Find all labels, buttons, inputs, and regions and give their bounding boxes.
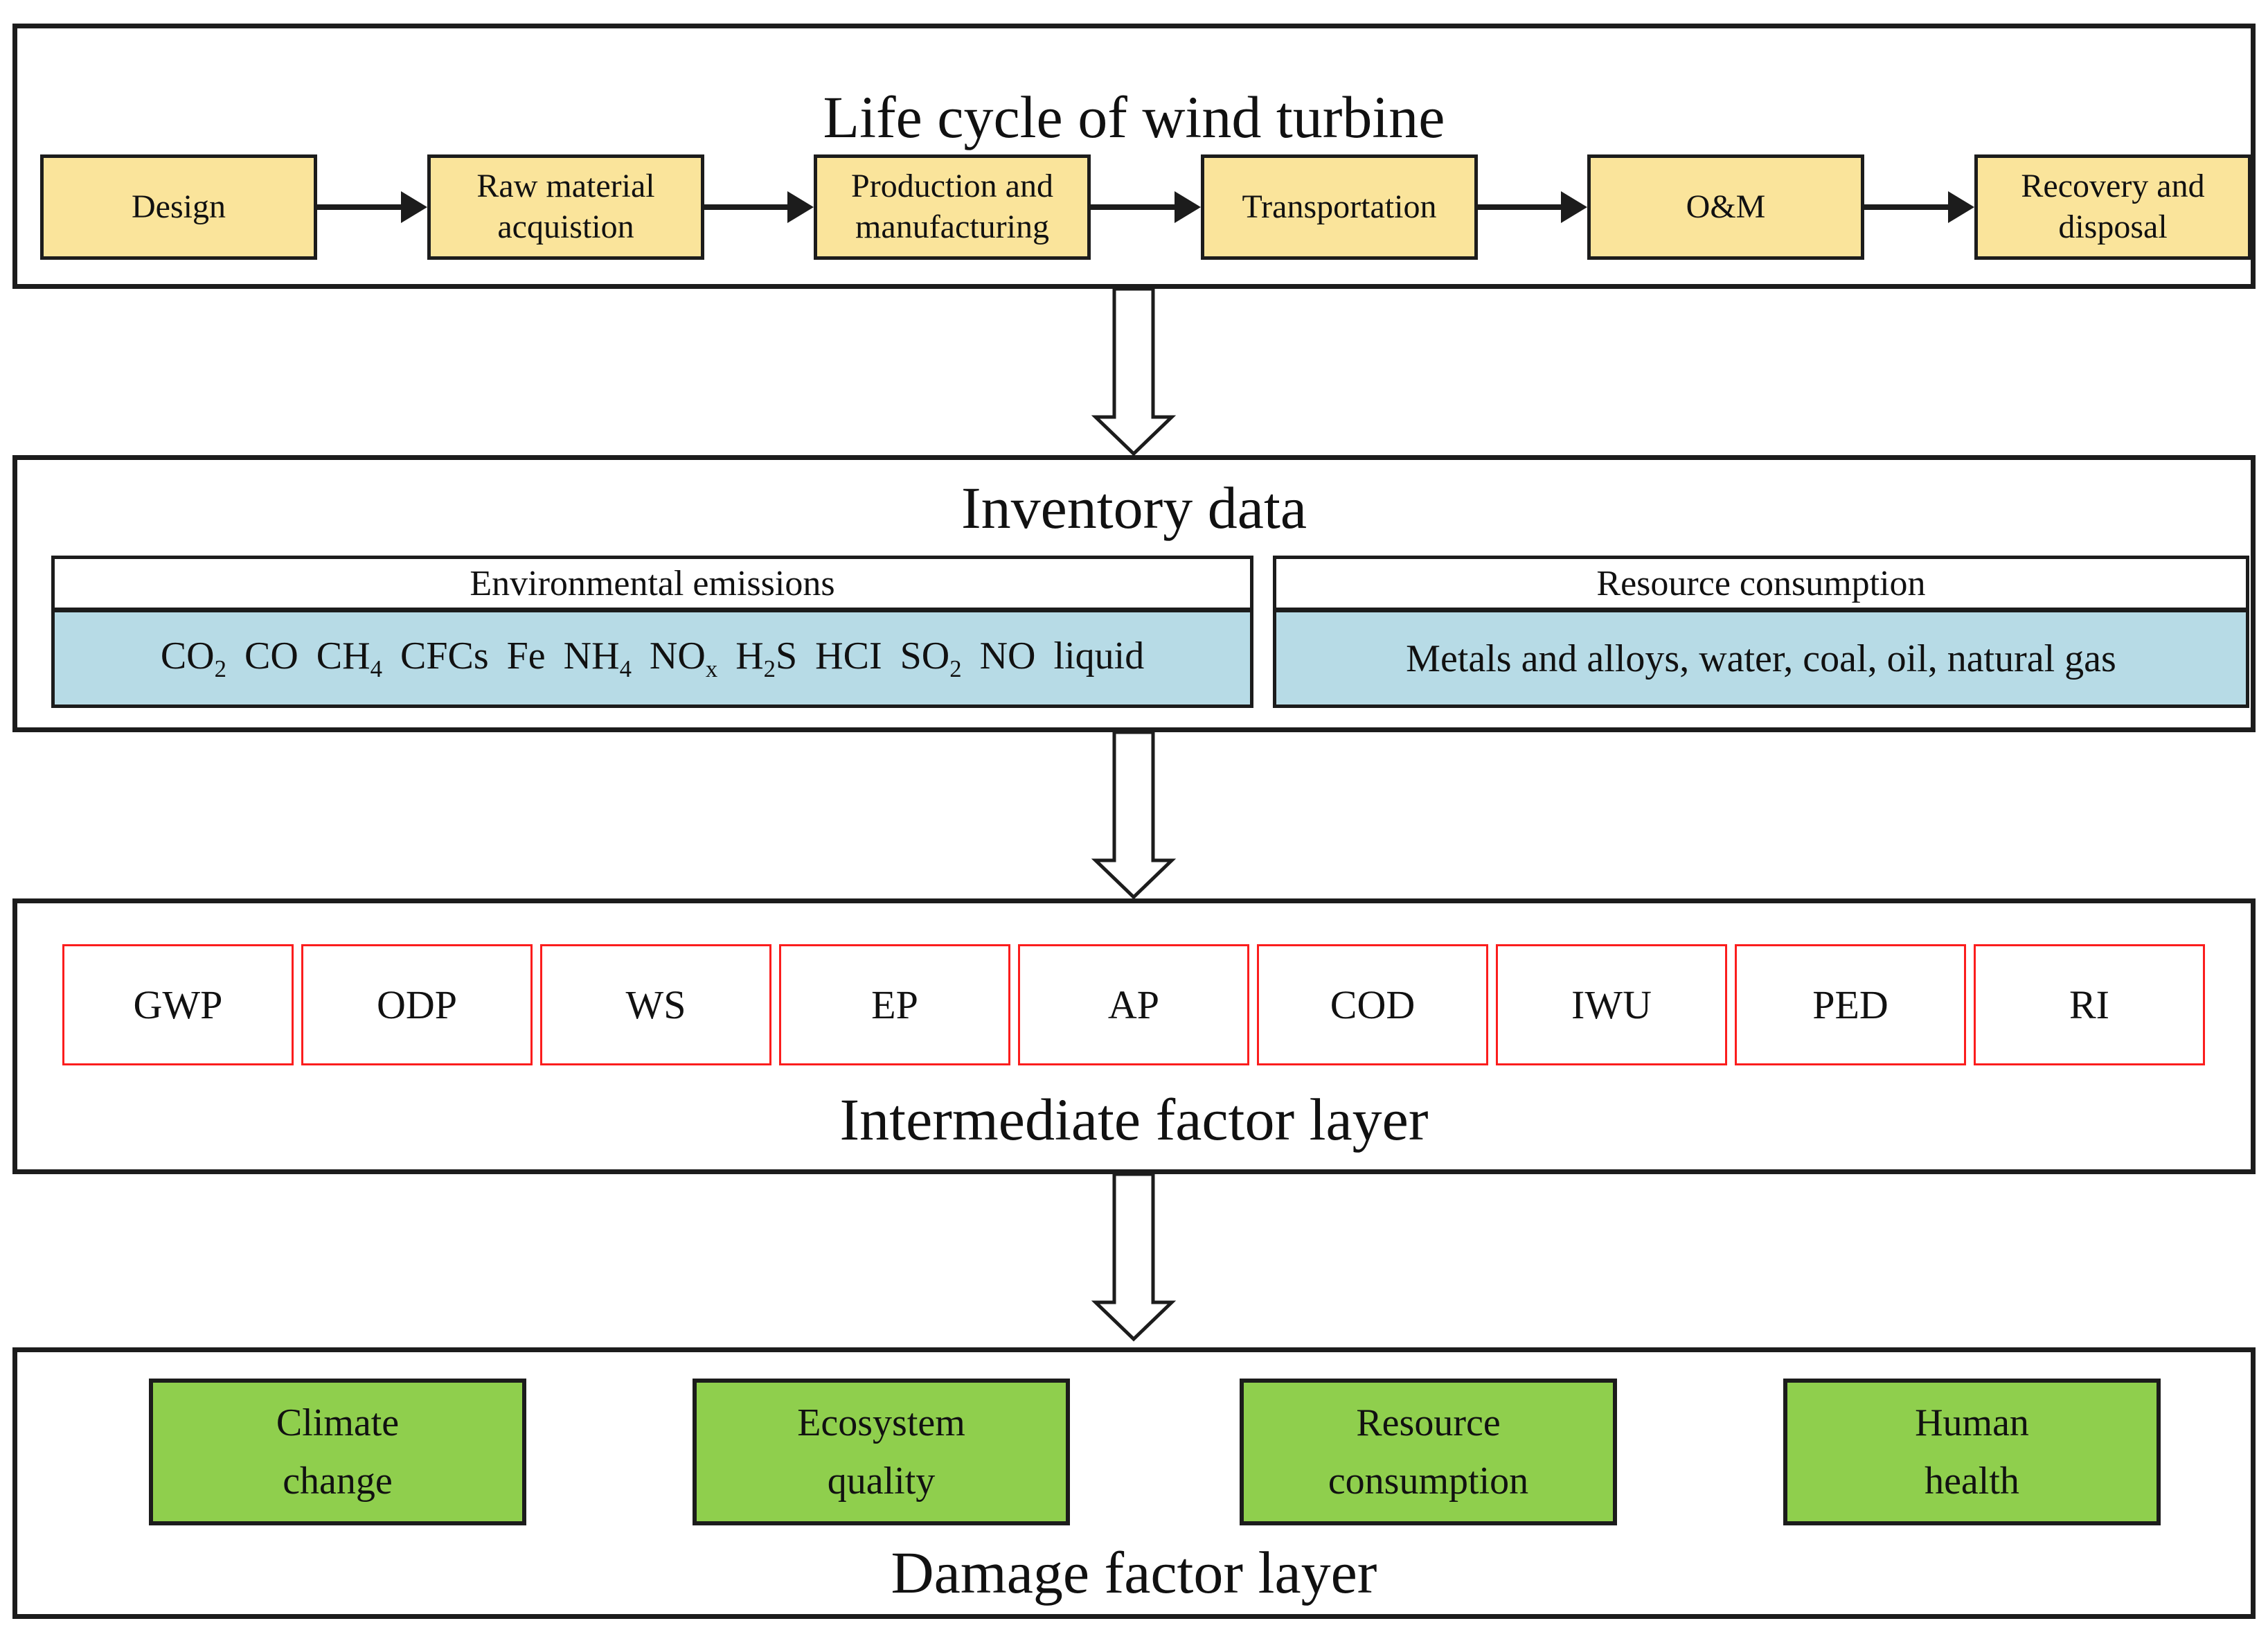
emission-item: CH4 xyxy=(316,634,382,683)
damage-label: Resource consumption xyxy=(1328,1401,1529,1503)
stage-box-om: O&M xyxy=(1587,154,1864,260)
factor-box-ap: AP xyxy=(1018,944,1249,1065)
damage-label: Human health xyxy=(1915,1401,2029,1503)
flow-arrow-icon xyxy=(1864,204,1950,210)
factor-label: PED xyxy=(1812,982,1888,1027)
factor-box-cod: COD xyxy=(1257,944,1488,1065)
flow-arrowhead-icon xyxy=(787,191,814,223)
factor-label: WS xyxy=(625,982,686,1027)
emission-item: NO xyxy=(979,634,1036,677)
stage-label: Transportation xyxy=(1242,188,1437,225)
factor-label: GWP xyxy=(133,982,223,1027)
emission-item: Fe xyxy=(506,634,546,677)
stage-box-recovery: Recovery and disposal xyxy=(1974,154,2251,260)
factor-box-gwp: GWP xyxy=(62,944,294,1065)
damage-label: Climate change xyxy=(276,1401,400,1503)
flow-arrowhead-icon xyxy=(1561,191,1587,223)
damage-panel: Climate change Ecosystem quality Resourc… xyxy=(12,1347,2256,1619)
flow-arrow-icon xyxy=(704,204,790,210)
factor-label: IWU xyxy=(1571,982,1652,1027)
factor-box-ep: EP xyxy=(779,944,1010,1065)
stage-label: Design xyxy=(132,188,226,225)
factor-box-ws: WS xyxy=(540,944,771,1065)
factor-label: COD xyxy=(1330,982,1416,1027)
emission-item: SO2 xyxy=(900,634,962,683)
factor-box-odp: ODP xyxy=(301,944,533,1065)
stage-box-production: Production and manufacturing xyxy=(814,154,1091,260)
stage-box-design: Design xyxy=(40,154,317,260)
emissions-table: Environmental emissions CO2 CO CH4 CFCs Fe NH… xyxy=(51,556,1253,708)
emissions-values: CO2 CO CH4 CFCs Fe NH4 NOx H2S HCI SO2 NO liquid xyxy=(55,612,1250,705)
stage-label: Recovery and disposal xyxy=(2021,168,2205,245)
damage-label: Ecosystem quality xyxy=(797,1401,965,1503)
damage-box-resource: Resource consumption xyxy=(1240,1379,1617,1525)
factor-box-ped: PED xyxy=(1735,944,1966,1065)
stage-box-transportation: Transportation xyxy=(1201,154,1478,260)
damage-box-climate: Climate change xyxy=(149,1379,526,1525)
stage-box-raw-material: Raw material acquistion xyxy=(427,154,704,260)
factor-label: EP xyxy=(871,982,918,1027)
flow-arrow-icon xyxy=(1478,204,1564,210)
stage-label: O&M xyxy=(1686,188,1766,225)
factor-label: RI xyxy=(2069,982,2109,1027)
flow-arrowhead-icon xyxy=(401,191,427,223)
intermediate-title: Intermediate factor layer xyxy=(839,1086,1429,1153)
factor-label: AP xyxy=(1107,982,1160,1027)
down-arrow-icon xyxy=(1091,1172,1177,1342)
inventory-panel: Inventory data Environmental emissions C… xyxy=(12,455,2256,732)
flow-arrowhead-icon xyxy=(1948,191,1974,223)
resources-values: Metals and alloys, water, coal, oil, nat… xyxy=(1276,612,2246,705)
down-arrow-icon xyxy=(1091,730,1177,900)
intermediate-panel: GWP ODP WS EP AP COD IWU PED RI Intermed… xyxy=(12,898,2256,1174)
flow-arrowhead-icon xyxy=(1175,191,1201,223)
factor-box-ri: RI xyxy=(1974,944,2205,1065)
down-arrow-icon xyxy=(1091,287,1177,457)
damage-box-human: Human health xyxy=(1783,1379,2161,1525)
factor-label: ODP xyxy=(376,982,458,1027)
resources-table: Resource consumption Metals and alloys, … xyxy=(1273,556,2249,708)
emissions-header: Environmental emissions xyxy=(55,559,1250,612)
emissions-list: CO2 CO CH4 CFCs Fe NH4 NOx H2S HCI SO2 NO liquid xyxy=(161,634,1144,683)
emission-item: HCI xyxy=(815,634,882,677)
damage-box-ecosystem: Ecosystem quality xyxy=(693,1379,1070,1525)
emission-item: NH4 xyxy=(563,634,632,683)
flow-arrow-icon xyxy=(317,204,403,210)
resources-header: Resource consumption xyxy=(1276,559,2246,612)
factor-box-iwu: IWU xyxy=(1496,944,1727,1065)
inventory-title: Inventory data xyxy=(961,475,1307,541)
emission-item: NOx xyxy=(649,634,718,683)
stage-label: Production and manufacturing xyxy=(851,168,1053,245)
emission-item: CO xyxy=(244,634,298,677)
emission-item: liquid xyxy=(1053,634,1145,677)
lifecycle-title: Life cycle of wind turbine xyxy=(823,84,1445,150)
stage-label: Raw material acquistion xyxy=(476,168,655,245)
emission-item: CO2 xyxy=(160,634,226,683)
emission-item: H2S xyxy=(735,634,798,683)
flow-arrow-icon xyxy=(1091,204,1177,210)
damage-title: Damage factor layer xyxy=(891,1539,1377,1606)
lifecycle-panel: Life cycle of wind turbine Design Raw ma… xyxy=(12,24,2256,289)
emission-item: CFCs xyxy=(400,634,489,677)
